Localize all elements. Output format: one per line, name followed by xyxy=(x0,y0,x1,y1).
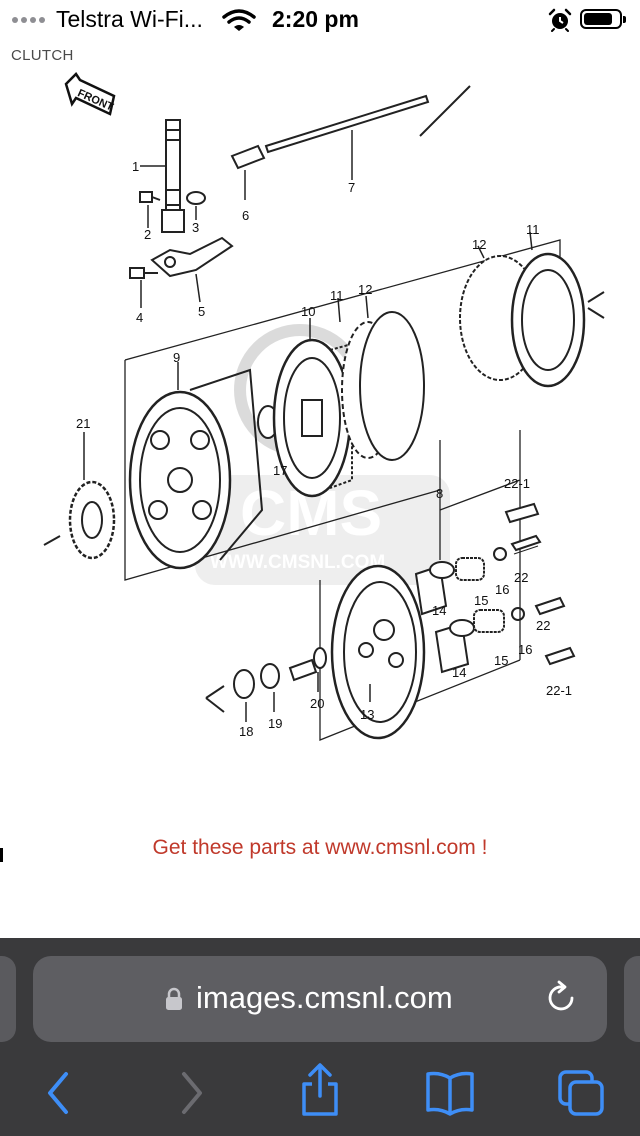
part-label: 14 xyxy=(452,665,466,680)
previous-tab-peek[interactable] xyxy=(0,956,16,1042)
chevron-right-icon[interactable] xyxy=(174,1068,210,1118)
part-bearing xyxy=(288,647,327,692)
part-label: 22-1 xyxy=(546,683,572,698)
part-ring-3 xyxy=(186,191,206,220)
part-label: 22 xyxy=(536,618,550,633)
battery-icon xyxy=(580,9,626,29)
part-clutch-hub xyxy=(272,318,353,498)
part-label: 11 xyxy=(330,288,344,303)
part-label: 11 xyxy=(526,222,540,237)
promo-text: Get these parts at www.cmsnl.com ! xyxy=(152,836,488,859)
part-label: 10 xyxy=(301,304,315,319)
part-pin xyxy=(230,144,266,200)
lock-icon xyxy=(166,987,182,1010)
part-label: 19 xyxy=(268,716,282,731)
part-gear xyxy=(43,432,116,560)
cellular-signal-icon xyxy=(12,17,45,23)
chevron-left-icon[interactable] xyxy=(40,1068,76,1118)
alarm-icon xyxy=(548,8,572,32)
part-label: 1 xyxy=(132,159,139,174)
edge-marker xyxy=(0,848,3,862)
part-label: 22-1 xyxy=(504,476,530,491)
part-label: 17 xyxy=(273,463,287,478)
tabs-icon[interactable] xyxy=(556,1068,606,1118)
part-lever xyxy=(150,236,234,303)
clutch-parts-diagram: FRONT CMS WWW.CMSNL.COM xyxy=(43,72,605,741)
part-push-rod xyxy=(264,85,471,180)
part-label: 18 xyxy=(239,724,253,739)
book-icon[interactable] xyxy=(424,1068,476,1118)
part-label: 12 xyxy=(472,237,486,252)
part-label: 3 xyxy=(192,220,199,235)
part-label: 6 xyxy=(242,208,249,223)
part-labels: 1 2 3 4 5 6 7 8 9 10 11 11 12 12 13 14 1… xyxy=(76,159,572,739)
part-label: 14 xyxy=(432,603,446,618)
part-label: 7 xyxy=(348,180,355,195)
part-label: 2 xyxy=(144,227,151,242)
front-arrow-icon: FRONT xyxy=(64,72,116,116)
part-label: 13 xyxy=(360,707,374,722)
part-label: 12 xyxy=(358,282,372,297)
part-label: 15 xyxy=(494,653,508,668)
wifi-icon xyxy=(222,9,256,31)
part-label: 4 xyxy=(136,310,143,325)
address-bar[interactable]: images.cmsnl.com xyxy=(33,956,607,1042)
part-label: 5 xyxy=(198,304,205,319)
part-shaft xyxy=(140,119,185,233)
watermark-url: WWW.CMSNL.COM xyxy=(210,552,385,573)
share-icon[interactable] xyxy=(298,1062,342,1118)
reload-icon[interactable] xyxy=(545,980,579,1016)
part-label: 16 xyxy=(495,582,509,597)
part-label: 16 xyxy=(518,642,532,657)
diagram-title: CLUTCH xyxy=(11,47,74,64)
part-spring-set xyxy=(414,502,576,674)
part-label: 9 xyxy=(173,350,180,365)
image-viewport[interactable]: CLUTCH FRONT CMS WWW.CMSNL.COM xyxy=(0,40,640,938)
part-label: 15 xyxy=(474,593,488,608)
status-time: 2:20 pm xyxy=(272,6,359,32)
part-bolt-small xyxy=(139,191,161,228)
part-pressure-plate xyxy=(330,564,426,740)
part-label: 22 xyxy=(514,570,528,585)
part-label: 21 xyxy=(76,416,90,431)
status-bar: Telstra Wi-Fi... 2:20 pm xyxy=(0,0,640,40)
part-label: 20 xyxy=(310,696,324,711)
part-bolt-4 xyxy=(129,267,158,308)
next-tab-peek[interactable] xyxy=(624,956,640,1042)
carrier-name: Telstra Wi-Fi... xyxy=(56,6,203,32)
browser-toolbar: images.cmsnl.com xyxy=(0,938,640,1136)
part-label: 8 xyxy=(436,486,443,501)
part-clutch-housing xyxy=(128,362,264,570)
url-text: images.cmsnl.com xyxy=(196,980,453,1015)
watermark: CMS WWW.CMSNL.COM xyxy=(195,324,450,585)
